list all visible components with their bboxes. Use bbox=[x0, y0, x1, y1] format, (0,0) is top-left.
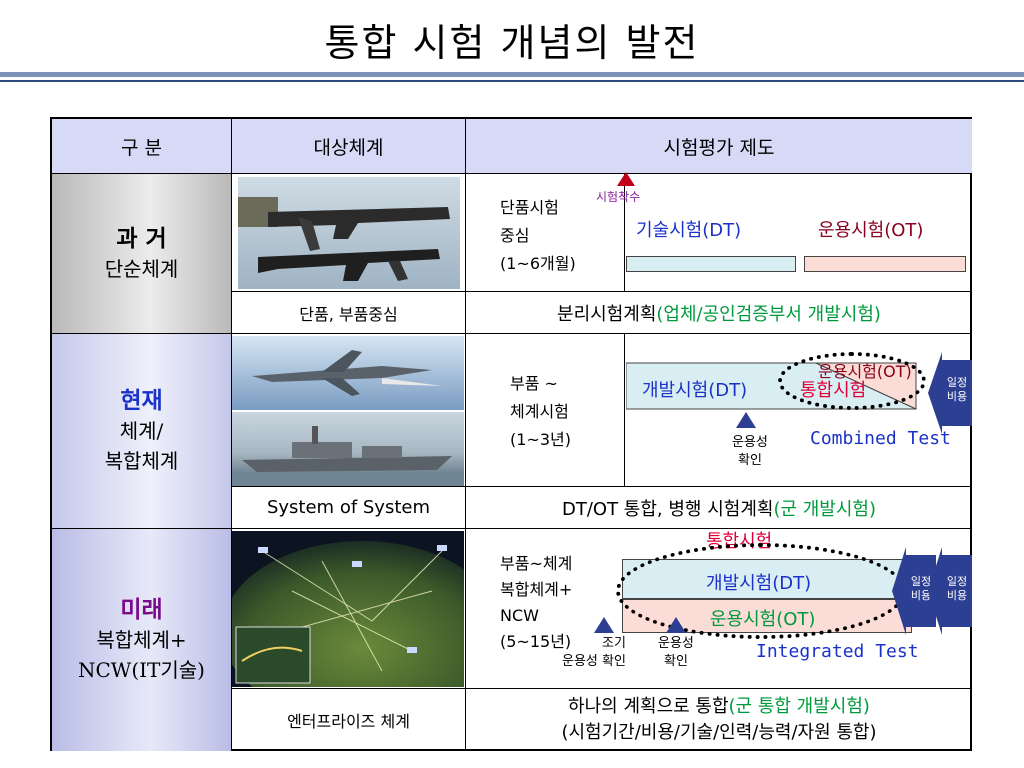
past-test-cell: 단품시험 중심 (1~6개월) 시험착수 기술시험(DT) 운용시험(OT) bbox=[466, 172, 972, 292]
past-target-caption: 단품, 부품중심 bbox=[232, 292, 466, 334]
title-rule-bottom bbox=[0, 80, 1024, 82]
title-rule-top bbox=[0, 72, 1024, 77]
present-dt-label: 개발시험(DT) bbox=[642, 380, 748, 401]
row-present-label: 현재 체계/ 복합체계 bbox=[52, 334, 232, 529]
future-confirm-label: 운용성 확인 bbox=[658, 636, 694, 669]
future-target-caption: 엔터프라이즈 체계 bbox=[232, 689, 466, 751]
present-title: 현재 bbox=[120, 387, 163, 414]
evolution-table: 구 분 대상체계 시험평가 제도 과 거 단순체계 단 bbox=[50, 117, 972, 751]
future-schedule-cost-arrow-1-icon bbox=[892, 547, 936, 635]
header-test-system: 시험평가 제도 bbox=[466, 119, 972, 174]
test-start-marker-icon bbox=[617, 172, 635, 186]
past-ot-label: 운용시험(OT) bbox=[818, 220, 924, 241]
present-test-cell: 부품 ~ 체계시험 (1~3년) 개발시험(DT) 통합시험 운용시험(OT) … bbox=[466, 334, 972, 487]
future-integration-ellipse bbox=[616, 543, 906, 639]
future-subtitle-2: NCW(IT기술) bbox=[77, 658, 205, 682]
present-schedule-cost-text: 일정 비용 bbox=[946, 376, 968, 403]
future-schedule-cost-text-1: 일정 비용 bbox=[910, 575, 932, 602]
combined-test-label: Combined Test bbox=[810, 428, 951, 449]
test-start-label: 시험착수 bbox=[596, 190, 641, 204]
future-early-label: 조기 운용성 확인 bbox=[562, 636, 626, 669]
present-image-cell bbox=[232, 334, 466, 487]
past-scope: 단품시험 중심 (1~6개월) bbox=[500, 198, 576, 273]
past-title: 과 거 bbox=[116, 224, 167, 252]
row-past-label: 과 거 단순체계 bbox=[52, 174, 232, 334]
past-divider bbox=[624, 174, 625, 292]
past-subtitle: 단순체계 bbox=[104, 256, 179, 281]
past-plan: 분리시험계획(업체/공인검증부서 개발시험) bbox=[466, 292, 972, 334]
jet-photo bbox=[232, 336, 464, 410]
future-title: 미래 bbox=[120, 596, 163, 623]
future-plan-line2: (시험기간/비용/기술/인력/능력/자원 통합) bbox=[561, 722, 877, 743]
future-image-cell bbox=[232, 529, 466, 689]
present-plan: DT/OT 통합, 병행 시험계획(군 개발시험) bbox=[466, 487, 972, 529]
destroyer-photo bbox=[232, 412, 464, 486]
present-subtitle-2: 복합체계 bbox=[104, 449, 179, 473]
past-image-cell bbox=[232, 174, 466, 292]
future-test-cell: 부품~체계 복합체계+ NCW (5~15년) 통합시험 개발시험(DT) 운용… bbox=[466, 529, 972, 689]
present-divider bbox=[624, 334, 625, 487]
present-confirm-label: 운용성 확인 bbox=[732, 435, 768, 468]
future-scope: 부품~체계 복합체계+ NCW (5~15년) bbox=[500, 554, 573, 651]
past-ot-bar bbox=[804, 256, 966, 272]
future-subtitle-1: 복합체계+ bbox=[96, 628, 187, 652]
header-category: 구 분 bbox=[52, 119, 232, 174]
past-dt-label: 기술시험(DT) bbox=[636, 220, 742, 241]
future-schedule-cost-arrow-2-icon bbox=[928, 547, 972, 635]
network-globe-photo bbox=[232, 531, 464, 687]
present-target-caption: System of System bbox=[232, 487, 466, 529]
row-future-label: 미래 복합체계+ NCW(IT기술) bbox=[52, 529, 232, 751]
past-dt-bar bbox=[626, 256, 796, 272]
integrated-test-label: Integrated Test bbox=[756, 641, 919, 662]
future-early-marker-icon bbox=[594, 617, 614, 633]
rifle-photo bbox=[238, 177, 460, 289]
future-plan: 하나의 계획으로 통합(군 통합 개발시험) (시험기간/비용/기술/인력/능력… bbox=[466, 689, 972, 751]
present-confirm-marker-icon bbox=[736, 412, 756, 428]
future-schedule-cost-text-2: 일정 비용 bbox=[946, 575, 968, 602]
page-title: 통합 시험 개념의 발전 bbox=[324, 21, 700, 65]
future-confirm-marker-icon bbox=[666, 617, 686, 633]
present-integration-ellipse bbox=[778, 352, 926, 410]
present-scope: 부품 ~ 체계시험 (1~3년) bbox=[510, 374, 571, 449]
header-target-system: 대상체계 bbox=[232, 119, 466, 174]
present-subtitle-1: 체계/ bbox=[119, 419, 164, 443]
present-schedule-cost-arrow-icon bbox=[928, 352, 972, 434]
